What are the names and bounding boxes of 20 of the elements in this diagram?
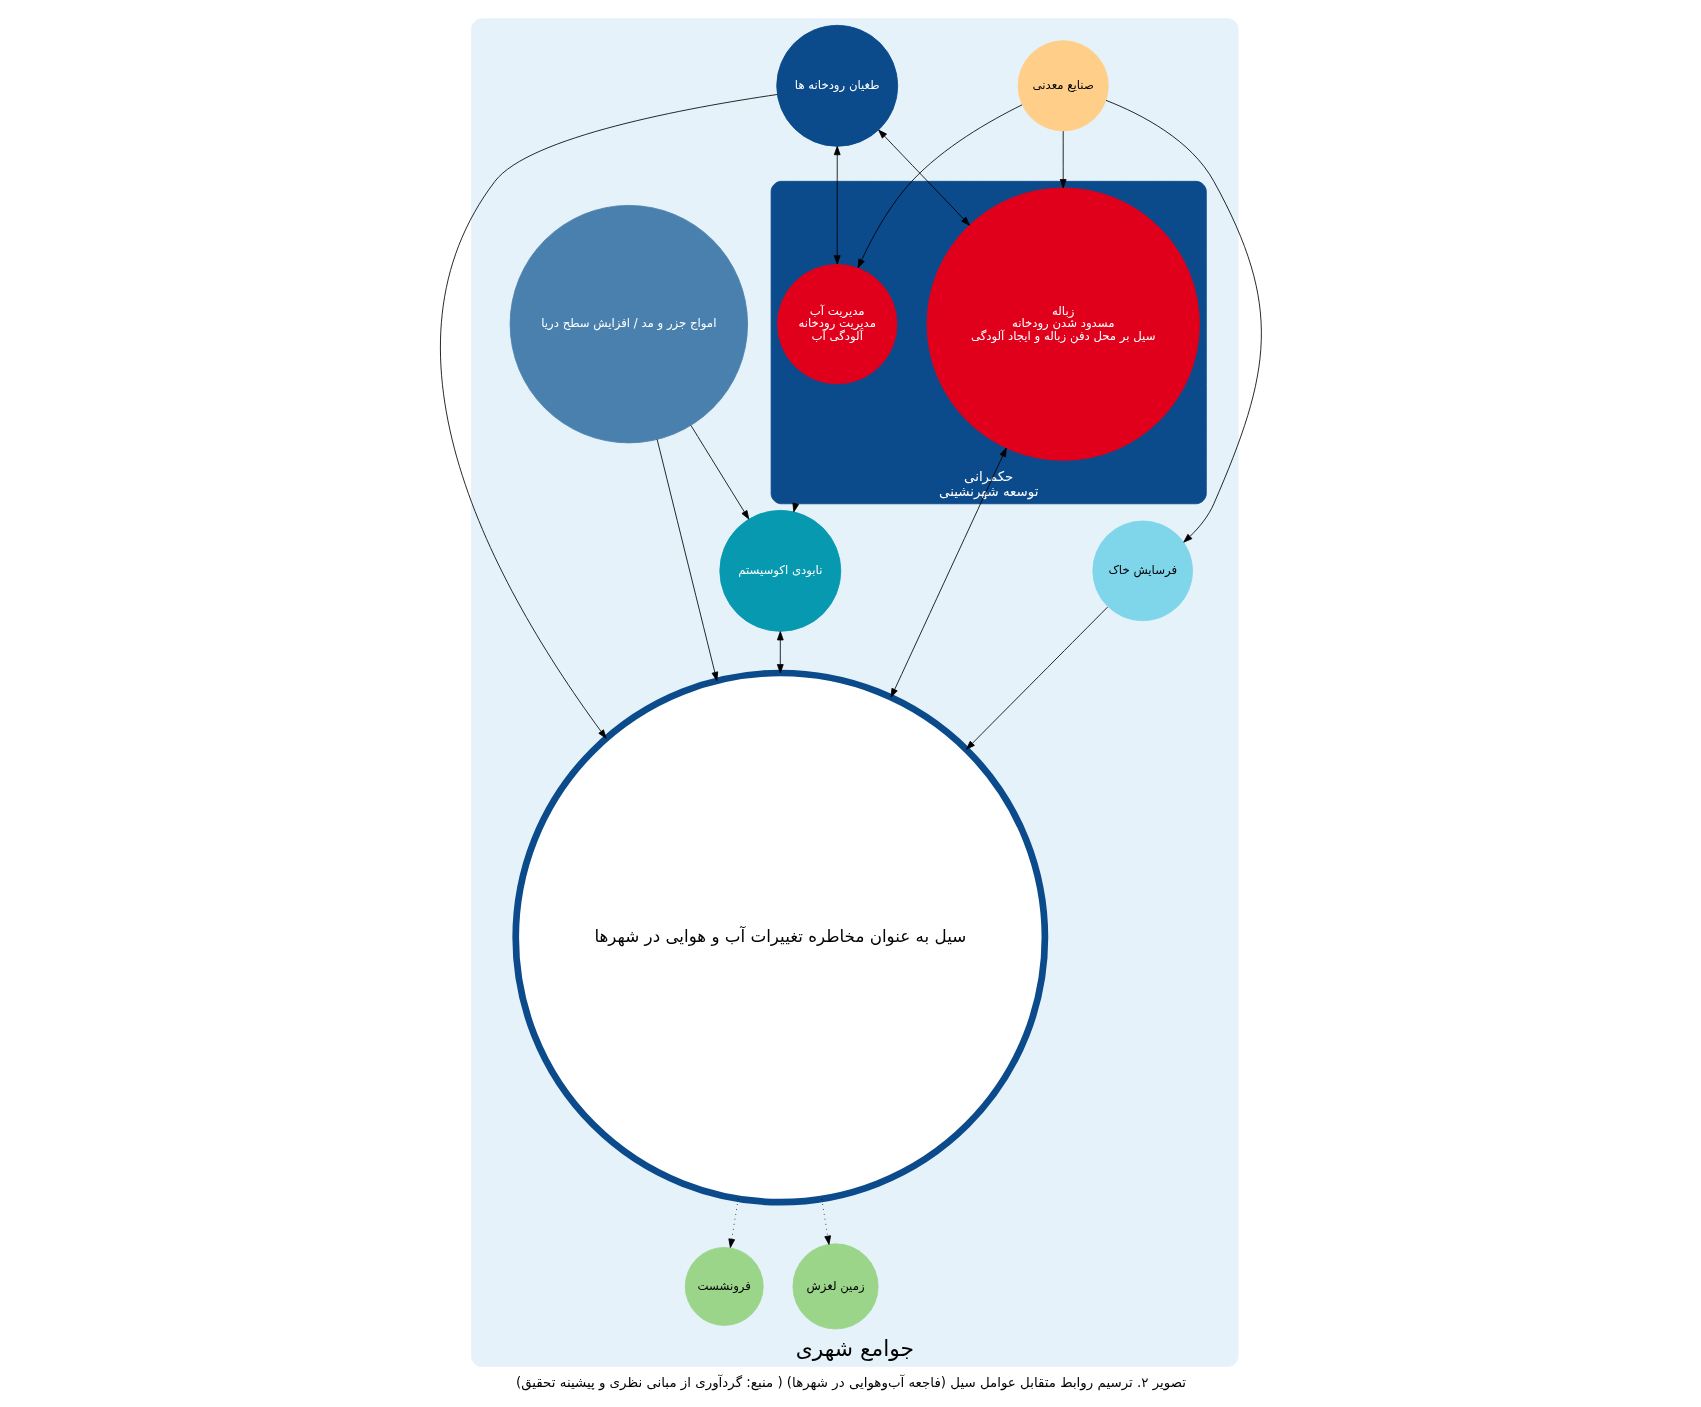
node-circle: امواج جزر و مد / افزایش سطح دریا bbox=[509, 205, 748, 444]
arrow bbox=[776, 631, 784, 674]
arrow bbox=[1105, 99, 1262, 543]
node-circle: فرونشست bbox=[684, 1247, 764, 1326]
arrow bbox=[439, 94, 778, 739]
arrow bbox=[727, 1198, 739, 1248]
node-circle: مدیریت آب مدیریت رودخانه آلودگی آب bbox=[776, 264, 897, 385]
caption: تصویر ۲. ترسیم روابط متقابل عوامل سیل (فاجعه آب‌وهوایی در شهرها) ( منبع: گردآوری از مبانی نظری و پیشینه تحقیق) bbox=[515, 1375, 1186, 1391]
arrow bbox=[820, 1198, 831, 1245]
arrow bbox=[965, 606, 1108, 750]
arrow bbox=[1059, 130, 1067, 189]
arrow bbox=[877, 129, 970, 226]
arrow bbox=[890, 447, 1007, 698]
arrow bbox=[689, 424, 749, 520]
node-circle: زمین لغزش bbox=[792, 1243, 879, 1330]
node-circle: طغیان رودخانه ها bbox=[775, 24, 898, 147]
arrow bbox=[656, 438, 718, 682]
arrow bbox=[857, 104, 1022, 269]
arrow bbox=[833, 145, 841, 265]
node-circle: صنایع معدنی bbox=[1017, 40, 1109, 132]
